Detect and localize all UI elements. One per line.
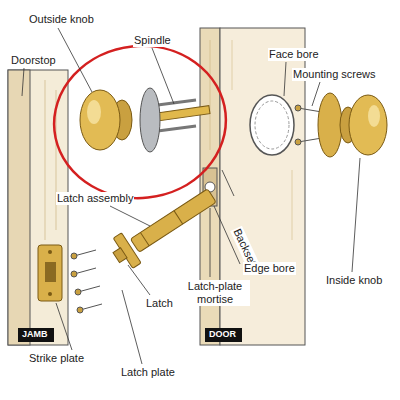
- part-label: Face bore: [268, 48, 320, 61]
- tag-text: JAMB: [18, 328, 54, 341]
- part-tag: JAMB: [18, 328, 54, 342]
- tag-text: DOOR: [205, 328, 242, 341]
- part-label: Outside knob: [28, 13, 95, 26]
- part-label: Latch assembly: [56, 192, 134, 205]
- part-tag: DOOR: [205, 328, 242, 342]
- part-label: Latch: [145, 297, 174, 310]
- part-label: Spindle: [133, 34, 172, 47]
- part-label: Latch plate: [120, 366, 176, 379]
- part-label: Mounting screws: [292, 68, 377, 81]
- part-label: Edge bore: [243, 262, 296, 275]
- part-label: Inside knob: [325, 274, 383, 287]
- part-label: Doorstop: [10, 54, 57, 67]
- part-label: Strike plate: [28, 352, 85, 365]
- part-label: Latch-plate mortise: [180, 280, 250, 306]
